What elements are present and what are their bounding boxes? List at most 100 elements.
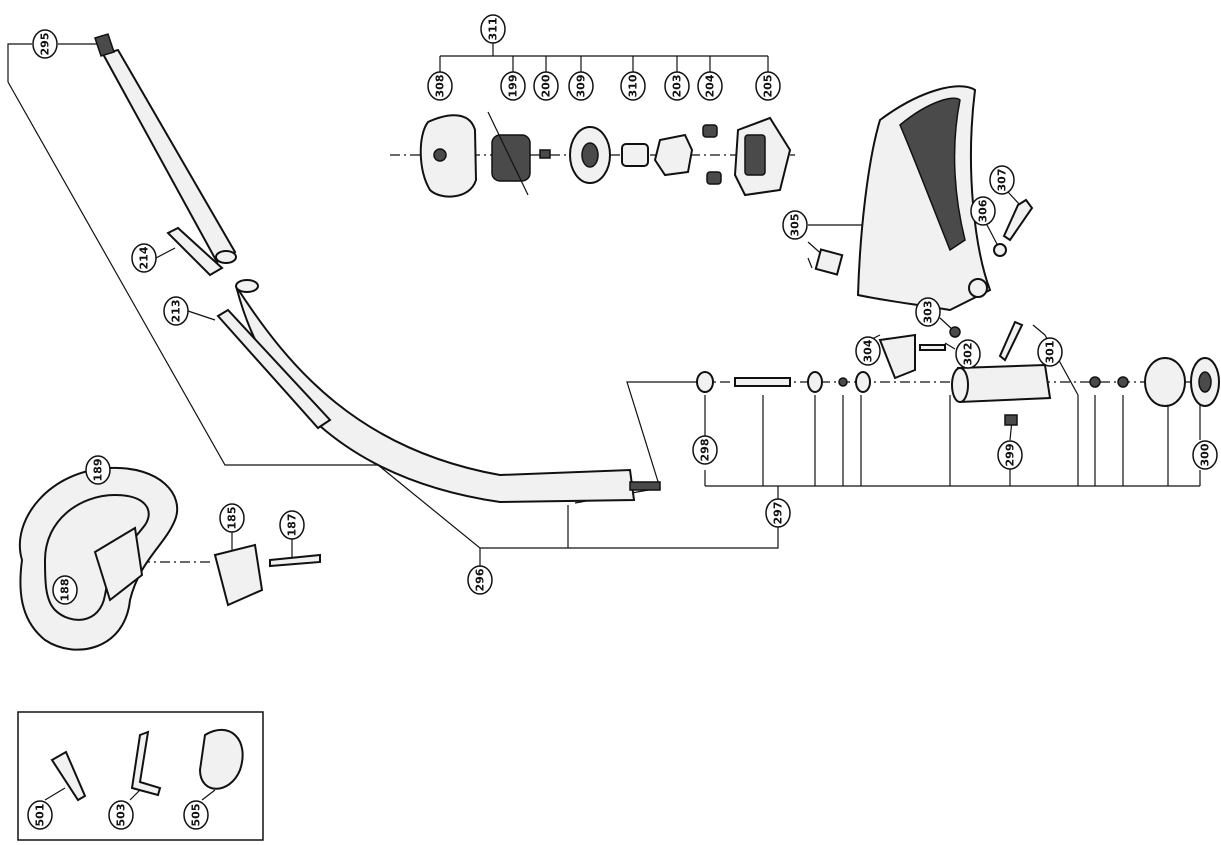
callout-501: 501 (27, 800, 53, 830)
callout-label: 295 (39, 33, 52, 56)
callout-bubble (915, 297, 941, 327)
screw-301 (998, 320, 1024, 362)
callout-302: 302 (955, 339, 981, 369)
callout-label: 213 (170, 300, 183, 323)
callout-205: 205 (755, 71, 781, 101)
callout-311: 311 (480, 14, 506, 44)
callout-200: 200 (533, 71, 559, 101)
callout-label: 307 (996, 169, 1009, 192)
callout-label: 301 (1044, 341, 1057, 364)
callout-189: 189 (85, 455, 111, 485)
callout-300: 300 (1192, 440, 1218, 470)
callout-bubble (500, 71, 526, 101)
callout-bubble (467, 565, 493, 595)
callout-label: 200 (540, 74, 553, 97)
callout-label: 302 (962, 343, 975, 366)
callout-label: 187 (286, 514, 299, 537)
callout-310: 310 (620, 71, 646, 101)
callout-308: 308 (427, 71, 453, 101)
callout-309: 309 (568, 71, 594, 101)
callout-bubble (970, 196, 996, 226)
callout-bubble (52, 575, 78, 605)
tool-505 (198, 729, 244, 790)
callout-label: 305 (789, 214, 802, 237)
handle-assembly (19, 466, 321, 651)
callout-label: 300 (1199, 443, 1212, 466)
callout-bubble (219, 503, 245, 533)
callout-label: 214 (138, 246, 151, 269)
callout-214: 214 (131, 243, 157, 273)
spool-assembly (419, 111, 792, 198)
callout-label: 199 (507, 75, 520, 98)
callout-bubble (568, 71, 594, 101)
callout-bubble (620, 71, 646, 101)
callout-bubble (533, 71, 559, 101)
callout-label: 189 (92, 459, 105, 482)
parts (19, 33, 1220, 651)
callout-bubble (480, 14, 506, 44)
callout-503: 503 (108, 800, 134, 830)
callout-188: 188 (52, 575, 78, 605)
guard (814, 85, 992, 312)
callout-label: 308 (434, 75, 447, 98)
callout-group: 295 311 308 199 200 309 310 203 204 205 214 213 305 3… (27, 14, 1218, 830)
callout-187: 187 (279, 510, 305, 540)
callout-bubble (782, 210, 808, 240)
callout-bubble (697, 71, 723, 101)
callout-label: 310 (627, 74, 640, 97)
callout-bubble (427, 71, 453, 101)
callout-label: 505 (190, 804, 203, 827)
callout-label: 297 (772, 502, 785, 525)
callout-label: 205 (762, 75, 775, 98)
callout-bubble (183, 800, 209, 830)
callout-296: 296 (467, 565, 493, 595)
callout-bubble (27, 800, 53, 830)
callout-label: 311 (487, 18, 500, 41)
callout-bubble (131, 243, 157, 273)
label-strip-213 (216, 308, 332, 430)
callout-bubble (855, 336, 881, 366)
callout-label: 204 (704, 74, 717, 97)
label-strip-214 (166, 226, 224, 277)
callout-label: 304 (862, 339, 875, 362)
callout-303: 303 (915, 297, 941, 327)
tool-503 (130, 730, 162, 797)
callout-bubble (32, 29, 58, 59)
callout-199: 199 (500, 71, 526, 101)
callout-bubble (85, 455, 111, 485)
callout-bubble (755, 71, 781, 101)
callout-label: 309 (575, 75, 588, 98)
callout-295: 295 (32, 29, 58, 59)
callout-304: 304 (855, 336, 881, 366)
callout-label: 501 (34, 804, 47, 827)
callout-307: 307 (989, 165, 1015, 195)
callout-bubble (989, 165, 1015, 195)
callout-bubble (108, 800, 134, 830)
callout-305: 305 (782, 210, 808, 240)
screw-302 (919, 344, 946, 351)
callout-204: 204 (697, 71, 723, 101)
callout-label: 299 (1004, 444, 1017, 467)
callout-bubble (279, 510, 305, 540)
callout-bubble (692, 435, 718, 465)
callout-label: 188 (59, 579, 72, 602)
tool-501 (50, 750, 87, 802)
callout-label: 185 (226, 507, 239, 530)
callout-185: 185 (219, 503, 245, 533)
bracket-304 (878, 333, 916, 380)
tools-box (17, 711, 264, 841)
callout-label: 303 (922, 301, 935, 324)
callout-203: 203 (664, 71, 690, 101)
upper-shaft (94, 33, 237, 264)
callout-297: 297 (765, 498, 791, 528)
callout-label: 203 (671, 75, 684, 98)
callout-bubble (765, 498, 791, 528)
callout-505: 505 (183, 800, 209, 830)
callout-bubble (1037, 337, 1063, 367)
callout-bubble (997, 440, 1023, 470)
callout-299: 299 (997, 440, 1023, 470)
callout-bubble (1192, 440, 1218, 470)
callout-label: 296 (474, 568, 487, 591)
callout-306: 306 (970, 196, 996, 226)
callout-label: 298 (699, 439, 712, 462)
